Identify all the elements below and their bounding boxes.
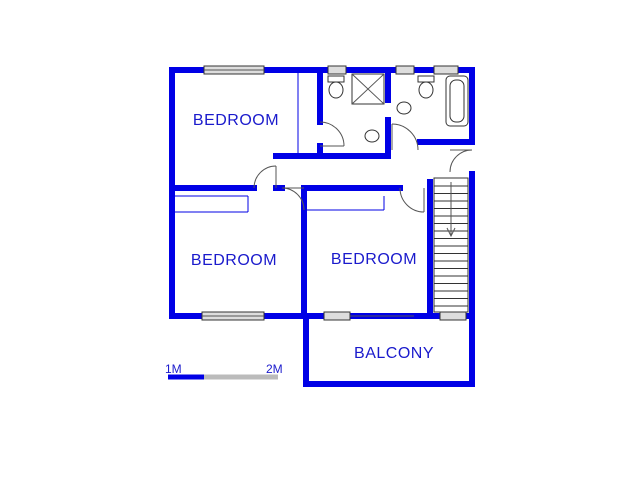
door-wc xyxy=(391,123,419,151)
door-bath xyxy=(319,121,345,147)
door-bed1 xyxy=(253,165,277,189)
window-wc-top-2 xyxy=(433,65,459,75)
toilet-bowl-1 xyxy=(328,81,344,99)
toilet-bowl-2 xyxy=(418,81,434,99)
window-bath-top xyxy=(327,65,347,75)
basin-2 xyxy=(396,101,412,115)
scale-label-end: 2M xyxy=(266,362,283,376)
room-label-balcony: BALCONY xyxy=(354,345,434,362)
room-label-bedroom-2: BEDROOM xyxy=(191,252,277,269)
room-label-bedroom-1: BEDROOM xyxy=(193,112,279,129)
basin-1 xyxy=(364,129,380,143)
door-bed2 xyxy=(281,187,305,211)
window-wc-top xyxy=(395,65,415,75)
doors xyxy=(253,121,473,213)
window-balcony-door-right xyxy=(439,311,467,321)
scale-label-start: 1M xyxy=(165,362,182,376)
windows xyxy=(201,65,467,321)
toilet-tank-2 xyxy=(417,75,435,83)
toilet-tank-1 xyxy=(327,75,345,83)
window-balcony-door-left xyxy=(323,311,351,321)
scale-bar: 1M 2M xyxy=(165,362,283,380)
thin-lines xyxy=(175,72,385,213)
door-landing xyxy=(449,149,473,173)
fixtures xyxy=(327,73,469,143)
door-bed3 xyxy=(399,187,425,213)
stair-frame xyxy=(433,177,469,313)
room-label-bedroom-3: BEDROOM xyxy=(331,251,417,268)
